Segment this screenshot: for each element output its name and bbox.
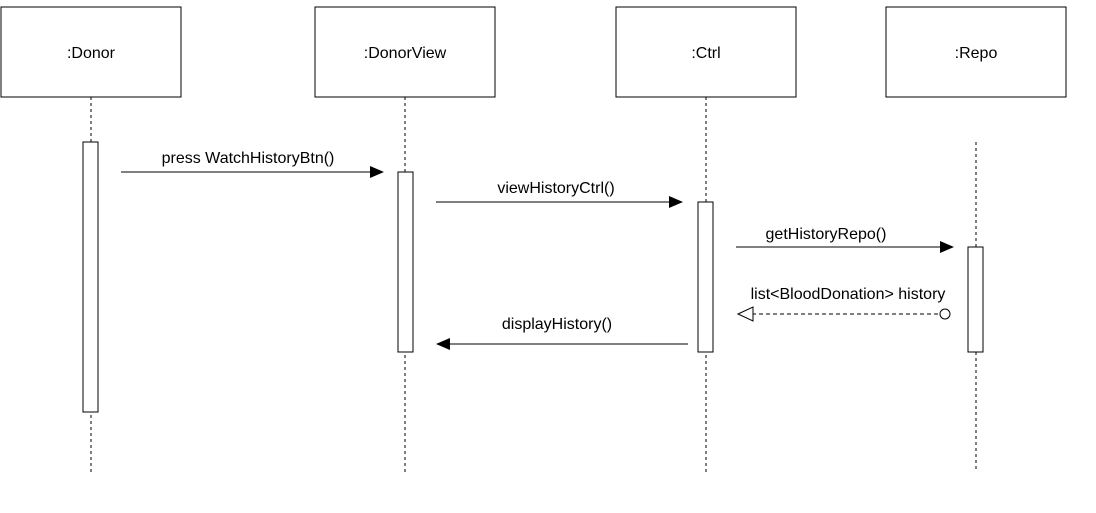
participant-box — [885, 6, 1067, 98]
participant-label: :Donor — [67, 45, 116, 62]
message-label: viewHistoryCtrl() — [497, 180, 614, 197]
participant-box — [615, 6, 797, 98]
participant-repo[interactable]: :Repo — [885, 6, 1067, 98]
participant-label: :Ctrl — [691, 45, 720, 62]
activation-bar-donorview — [397, 171, 414, 353]
message-return-history: list<BloodDonation> history — [736, 286, 951, 322]
participant-ctrl[interactable]: :Ctrl — [615, 6, 797, 98]
participant-donorview[interactable]: :DonorView — [314, 6, 496, 98]
message-displayhistory: displayHistory() — [436, 316, 688, 350]
message-gethistoryrepo: getHistoryRepo() — [736, 226, 954, 253]
message-label: getHistoryRepo() — [766, 226, 887, 243]
arrowhead-open — [736, 306, 754, 322]
message-label: press WatchHistoryBtn() — [162, 150, 335, 167]
arrowhead-filled — [669, 196, 683, 208]
message-label: list<BloodDonation> history — [751, 286, 946, 303]
participant-box — [0, 6, 182, 98]
activation-bar-ctrl — [697, 201, 714, 353]
activation-bar-repo — [967, 246, 984, 353]
participant-label: :Repo — [955, 45, 998, 62]
message-label: displayHistory() — [502, 316, 612, 333]
return-origin-circle — [939, 308, 951, 320]
arrowhead-filled — [436, 338, 450, 350]
message-viewhistoryctrl: viewHistoryCtrl() — [436, 180, 683, 208]
arrowhead-filled — [370, 166, 384, 178]
arrowhead-filled — [940, 241, 954, 253]
participant-donor[interactable]: :Donor — [0, 6, 182, 98]
participant-box — [314, 6, 496, 98]
message-press-watchhistorybtn: press WatchHistoryBtn() — [121, 150, 384, 178]
participant-label: :DonorView — [364, 45, 447, 62]
activation-bar-donor — [82, 141, 99, 413]
